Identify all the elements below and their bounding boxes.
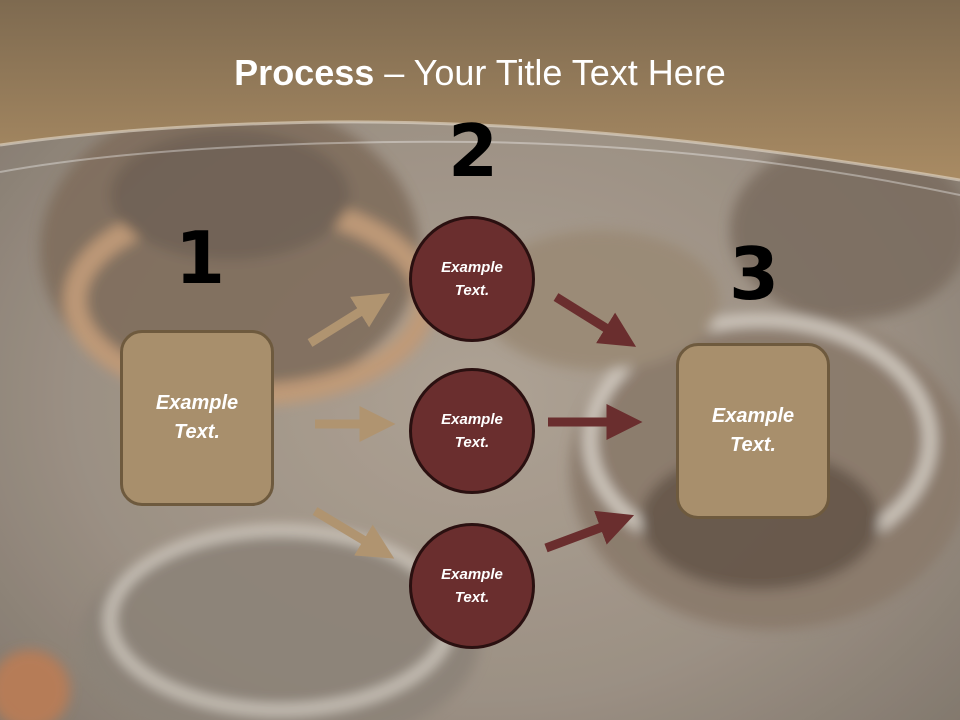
- circle-top-text: Example Text.: [441, 259, 503, 299]
- step-number-2: 2: [447, 109, 499, 193]
- step-number-1: 1: [174, 216, 226, 300]
- arrow-circle-bottom-to-box3: [544, 510, 635, 553]
- step2-circle-bottom: Example Text.: [409, 523, 535, 649]
- title-bold-part: Process: [234, 52, 375, 93]
- step1-box: Example Text.: [120, 330, 274, 506]
- arrow-circle-top-to-box3: [553, 293, 637, 347]
- step2-circle-top: Example Text.: [409, 216, 535, 342]
- step1-box-text: Example Text.: [155, 392, 239, 443]
- title-rest-part: – Your Title Text Here: [374, 52, 726, 93]
- step3-box: Example Text.: [676, 343, 830, 519]
- step2-circle-middle: Example Text.: [409, 368, 535, 494]
- step-number-3: 3: [728, 232, 780, 316]
- circle-bottom-text: Example Text.: [441, 566, 503, 606]
- circle-middle-text: Example Text.: [441, 411, 503, 451]
- step3-box-text: Example Text.: [711, 405, 795, 456]
- slide-title: Process – Your Title Text Here: [0, 52, 960, 94]
- arrow-box1-to-circle-top: [307, 293, 391, 347]
- arrow-box1-to-circle-bottom: [312, 507, 395, 559]
